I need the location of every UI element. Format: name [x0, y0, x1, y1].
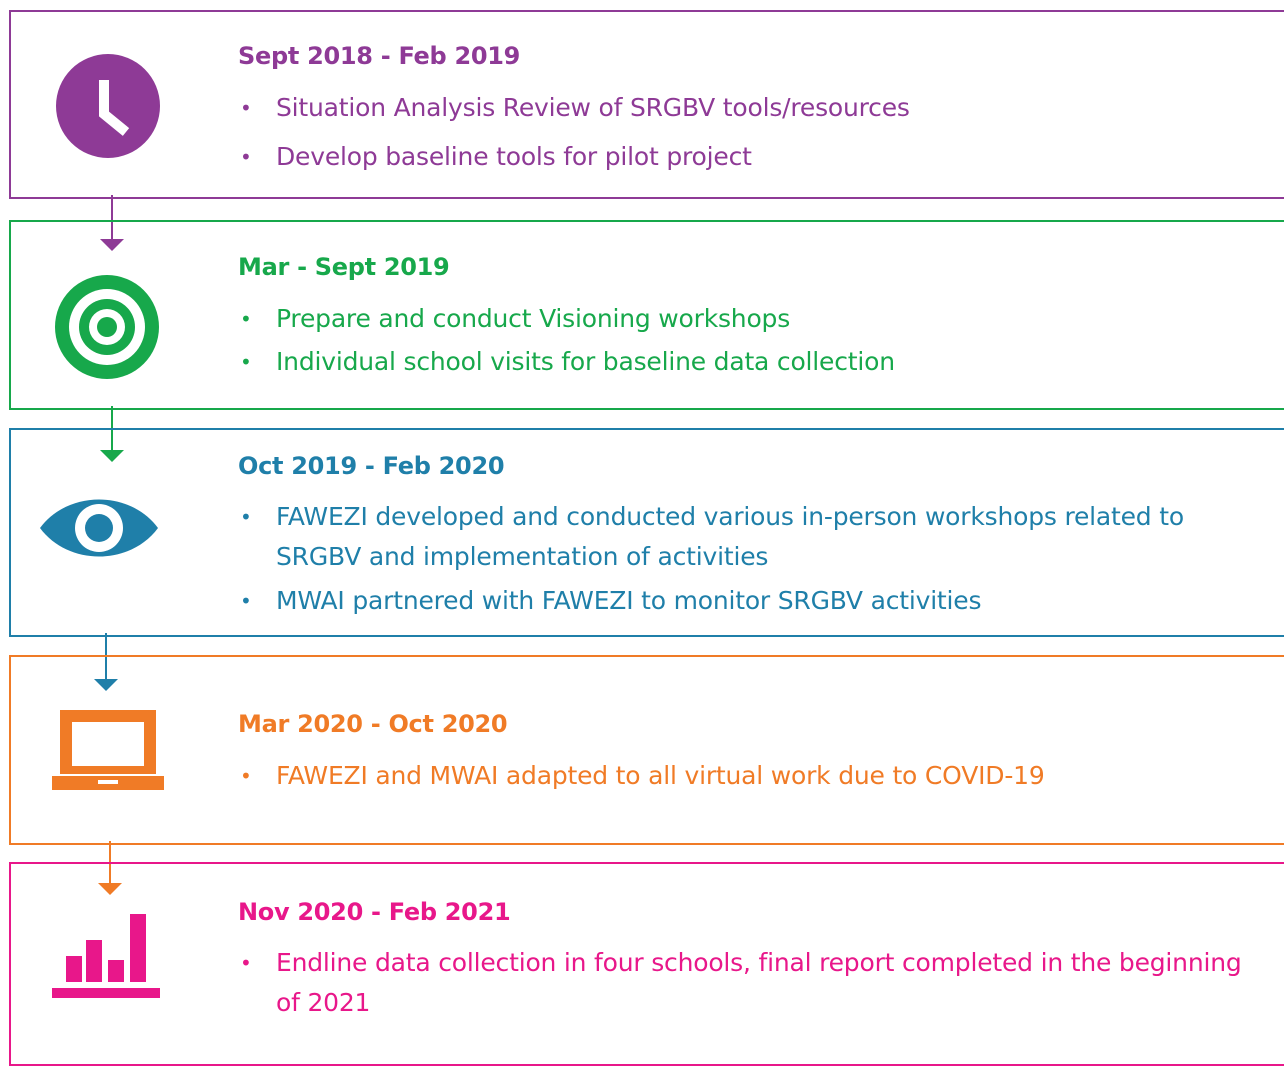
list-item: FAWEZI and MWAI adapted to all virtual w…: [238, 756, 1270, 796]
stage-items: Endline data collection in four schools,…: [238, 943, 1270, 1023]
timeline: Sept 2018 - Feb 2019 Situation Analysis …: [0, 0, 1284, 1044]
list-item: Prepare and conduct Visioning workshops: [238, 299, 1270, 339]
stage-period: Oct 2019 - Feb 2020: [238, 452, 505, 480]
bar-chart-icon: [52, 912, 160, 1000]
stage-box-2: [9, 220, 1284, 410]
stage-items: Prepare and conduct Visioning workshops …: [238, 299, 1270, 382]
target-icon: [55, 275, 159, 379]
stage-period: Nov 2020 - Feb 2021: [238, 898, 511, 926]
eye-icon: [38, 488, 160, 568]
list-item: FAWEZI developed and conducted various i…: [238, 497, 1270, 577]
stage-items: Situation Analysis Review of SRGBV tools…: [238, 88, 1270, 177]
stage-items: FAWEZI and MWAI adapted to all virtual w…: [238, 756, 1270, 796]
down-arrow-icon: [100, 195, 124, 253]
laptop-icon: [52, 710, 164, 790]
clock-icon: [56, 54, 160, 158]
list-item: Develop baseline tools for pilot project: [238, 137, 1270, 177]
stage-box-1: [9, 10, 1284, 199]
stage-box-3: [9, 428, 1284, 637]
stage-items: FAWEZI developed and conducted various i…: [238, 497, 1270, 621]
list-item: MWAI partnered with FAWEZI to monitor SR…: [238, 581, 1270, 621]
stage-box-4: [9, 655, 1284, 845]
list-item: Situation Analysis Review of SRGBV tools…: [238, 88, 1270, 128]
stage-period: Mar - Sept 2019: [238, 253, 450, 281]
stage-period: Mar 2020 - Oct 2020: [238, 710, 508, 738]
list-item: Endline data collection in four schools,…: [238, 943, 1270, 1023]
list-item: Individual school visits for baseline da…: [238, 342, 1270, 382]
stage-period: Sept 2018 - Feb 2019: [238, 42, 521, 70]
